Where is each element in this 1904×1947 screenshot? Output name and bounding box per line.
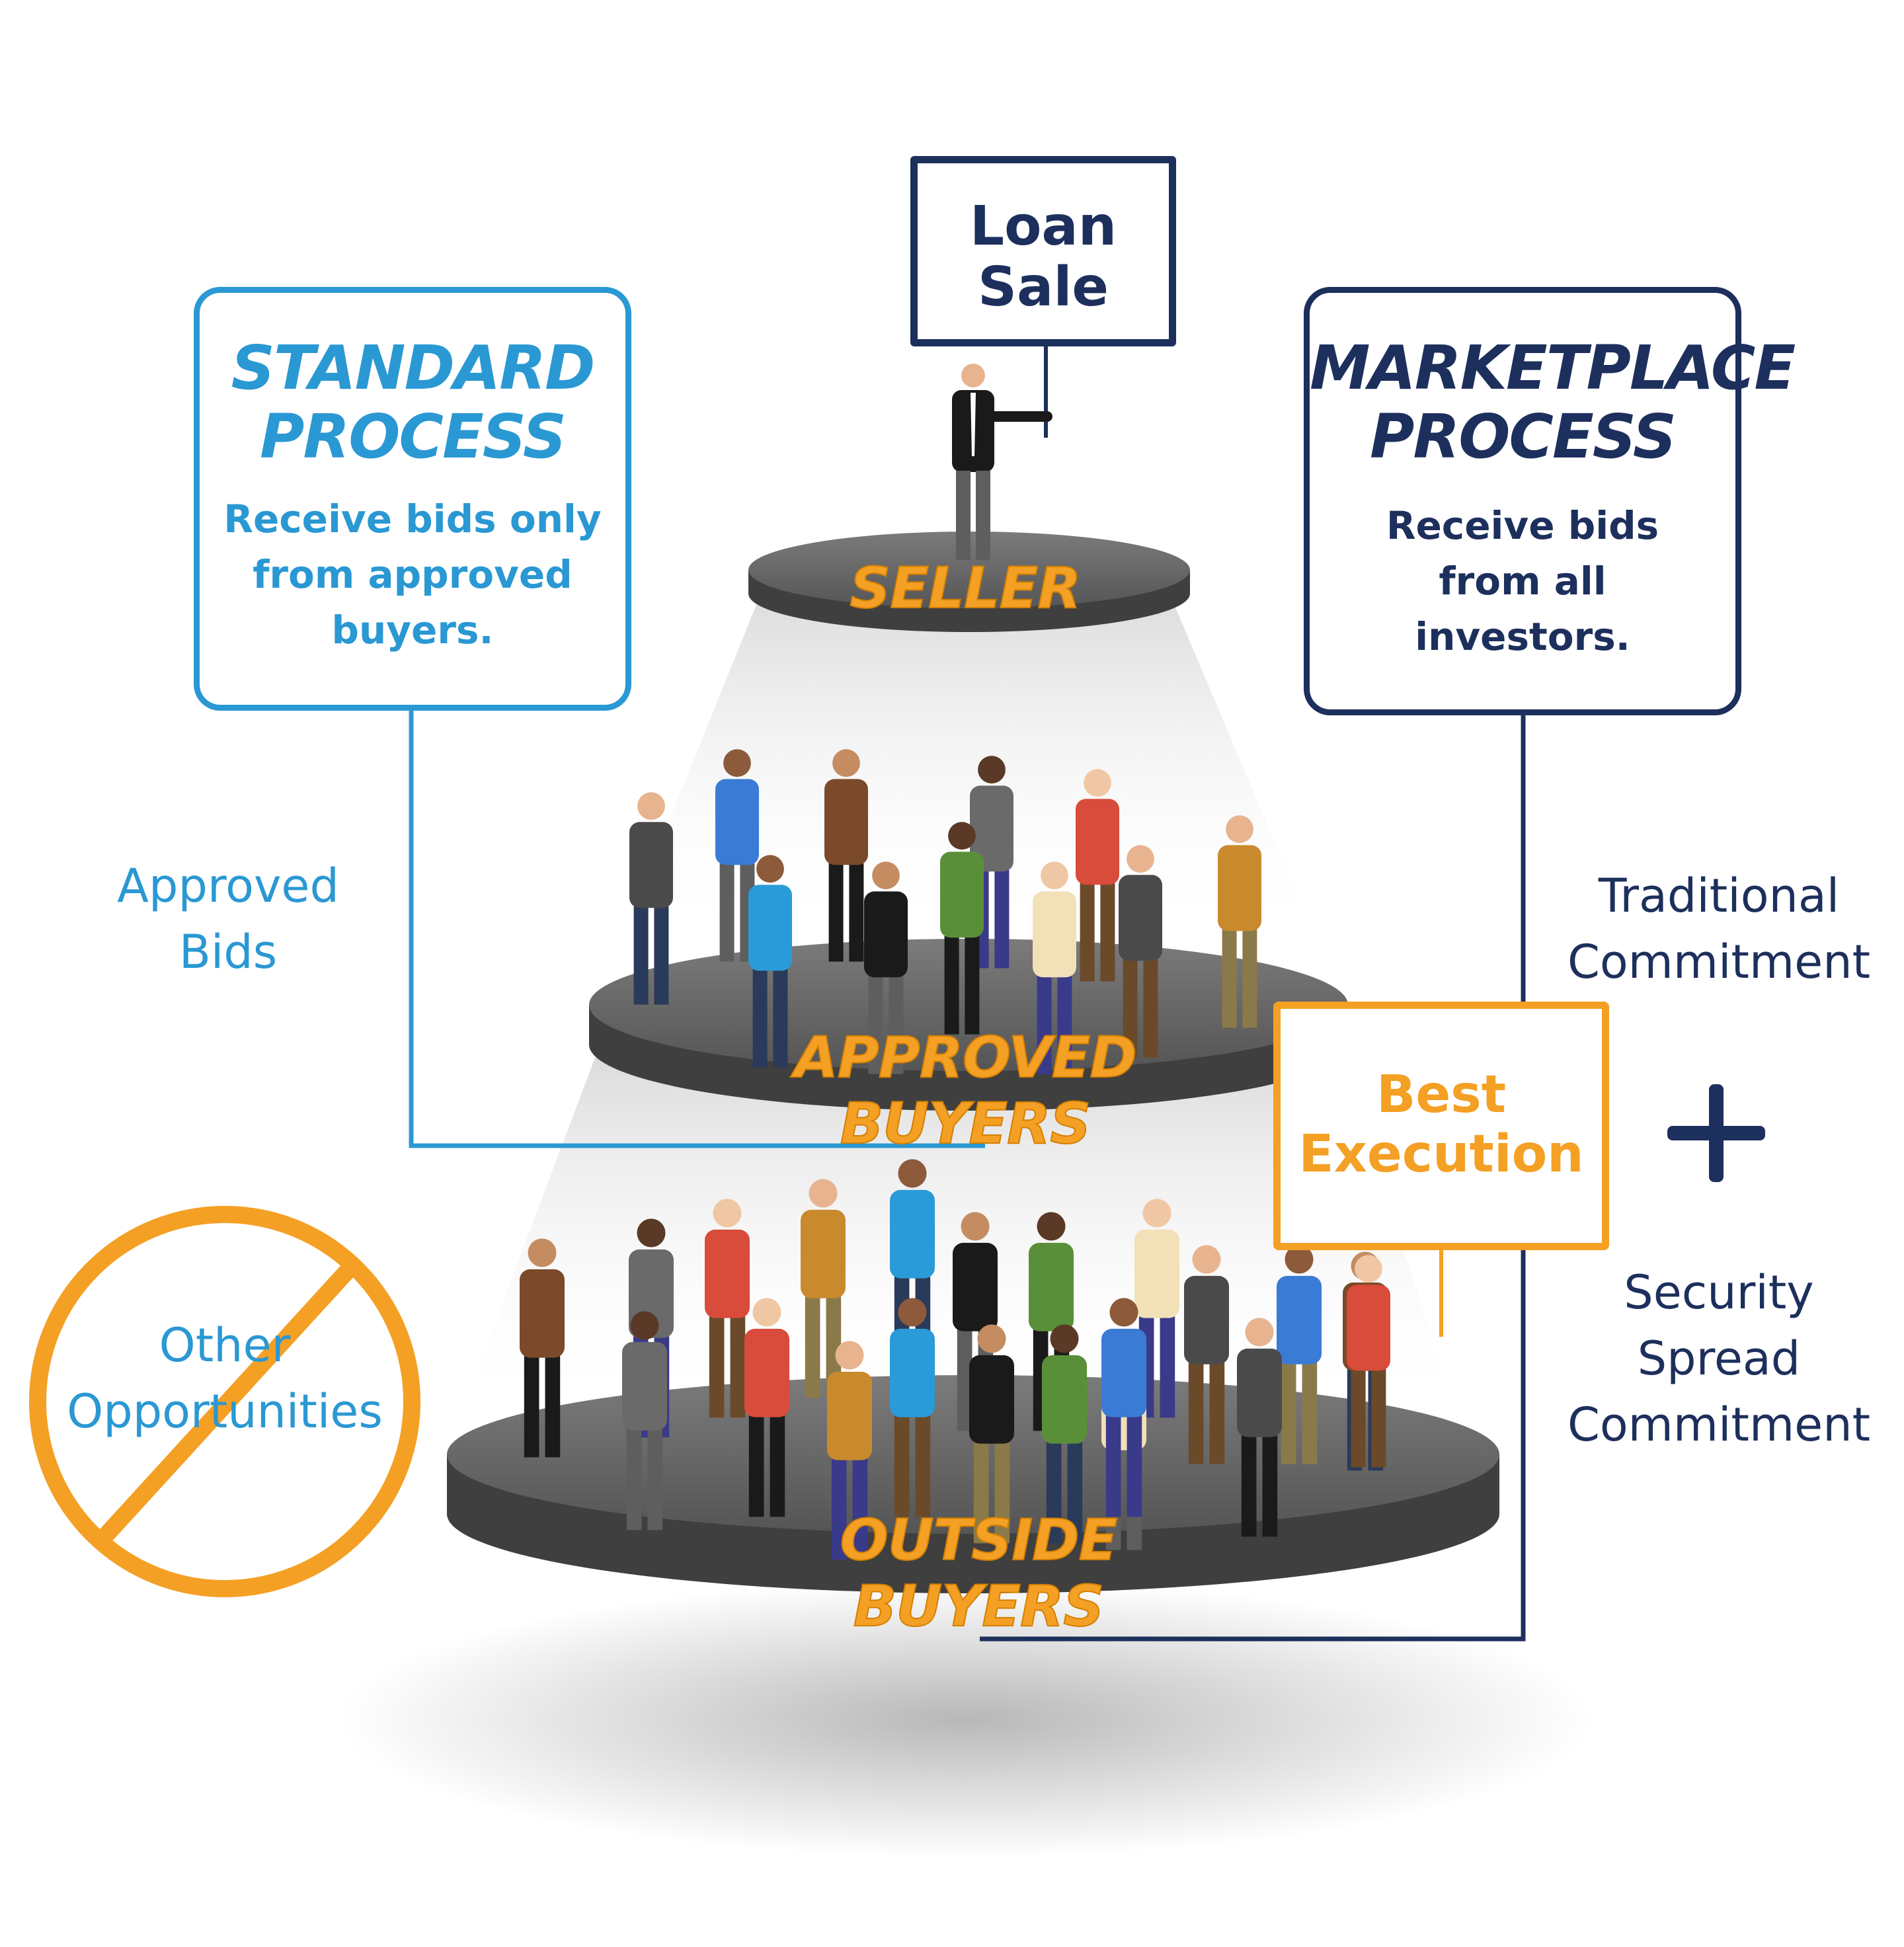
person-figure (1101, 1298, 1146, 1517)
marketplace-desc-line1: Receive bids (1386, 503, 1659, 548)
person-figure (1033, 861, 1076, 1074)
seller-platform (748, 532, 1190, 632)
best-execution-sign: Best Execution (1273, 1002, 1609, 1250)
standard-desc-line3: buyers. (331, 608, 494, 653)
loan-sale-line1: Loan (969, 195, 1117, 258)
marketplace-desc-line2: from all (1439, 559, 1606, 604)
marketplace-process-box: MARKETPLACE PROCESS Receive bids from al… (1304, 287, 1796, 715)
best-execution-line1: Best (1376, 1065, 1507, 1125)
person-figure (824, 749, 868, 962)
outside-buyers-crowd (520, 1159, 1390, 1560)
person-figure (520, 1238, 565, 1458)
marketplace-process-description: Receive bids from all investors. (1310, 498, 1735, 664)
approved-bids-line1: Approved (117, 859, 339, 913)
person-figure (940, 822, 984, 1035)
marketplace-title-line1: MARKETPLACE (1310, 333, 1796, 403)
prohibited-icon (29, 1206, 420, 1597)
loan-sale-sign: Loan Sale (910, 156, 1176, 346)
person-figure (890, 1298, 935, 1517)
standard-connector-line (409, 711, 985, 1148)
approved-bids-line2: Bids (178, 925, 278, 979)
loan-sale-line2: Sale (977, 256, 1109, 319)
person-figure (1277, 1245, 1322, 1464)
person-figure (827, 1341, 872, 1560)
security-spread-commitment-label: Security Spread Commitment (1547, 1259, 1891, 1458)
approved-bids-label: Approved Bids (106, 853, 350, 985)
person-figure (1184, 1245, 1229, 1464)
floor-shadow (337, 1580, 1593, 1858)
marketplace-process-title: MARKETPLACE PROCESS (1310, 333, 1796, 472)
marketplace-desc-line3: investors. (1415, 614, 1630, 659)
person-figure (1347, 1255, 1390, 1468)
traditional-commitment-label: Traditional Commitment (1547, 863, 1891, 995)
other-opportunities-label: Other Opportunities (40, 1312, 410, 1445)
plus-icon (1667, 1084, 1765, 1182)
person-figure (1119, 845, 1162, 1058)
security-line3: Commitment (1567, 1398, 1871, 1452)
approved-buyers-crowd (629, 749, 1261, 1074)
other-line1: Other (159, 1318, 291, 1372)
person-figure (969, 1324, 1014, 1544)
person-figure (748, 855, 792, 1068)
person-figure (629, 792, 673, 1005)
seller-figure (952, 346, 1052, 560)
person-figure (1237, 1318, 1282, 1537)
standard-title-line1: STANDARD (231, 333, 596, 403)
person-figure (622, 1311, 667, 1530)
best-execution-line2: Execution (1298, 1125, 1584, 1184)
standard-desc-line1: Receive bids only (223, 497, 602, 541)
traditional-line2: Commitment (1567, 935, 1871, 989)
loan-sale-text: Loan Sale (918, 196, 1169, 318)
marketplace-title-line2: PROCESS (1369, 401, 1677, 472)
standard-title-line2: PROCESS (259, 401, 567, 472)
person-figure (744, 1298, 789, 1517)
seller-tier-label: SELLER (849, 555, 1082, 622)
approved-buyers-tier-label: APPROVED BUYERS (793, 1024, 1138, 1158)
outside-buyers-tier-label: OUTSIDE BUYERS (840, 1507, 1119, 1640)
traditional-line1: Traditional (1598, 869, 1840, 923)
person-figure (705, 1199, 750, 1418)
person-figure (715, 749, 759, 962)
person-figure (864, 861, 908, 1074)
standard-process-box: STANDARD PROCESS Receive bids only from … (194, 287, 631, 711)
best-execution-text: Best Execution (1281, 1065, 1602, 1184)
person-figure (1218, 815, 1261, 1028)
standard-desc-line2: from approved (253, 552, 573, 597)
other-line2: Opportunities (67, 1384, 383, 1439)
security-line1: Security (1624, 1265, 1814, 1320)
security-line2: Spread (1637, 1331, 1801, 1386)
standard-process-title: STANDARD PROCESS (200, 334, 625, 471)
person-figure (1042, 1324, 1087, 1544)
standard-process-description: Receive bids only from approved buyers. (200, 491, 625, 658)
person-figure (1076, 769, 1119, 982)
